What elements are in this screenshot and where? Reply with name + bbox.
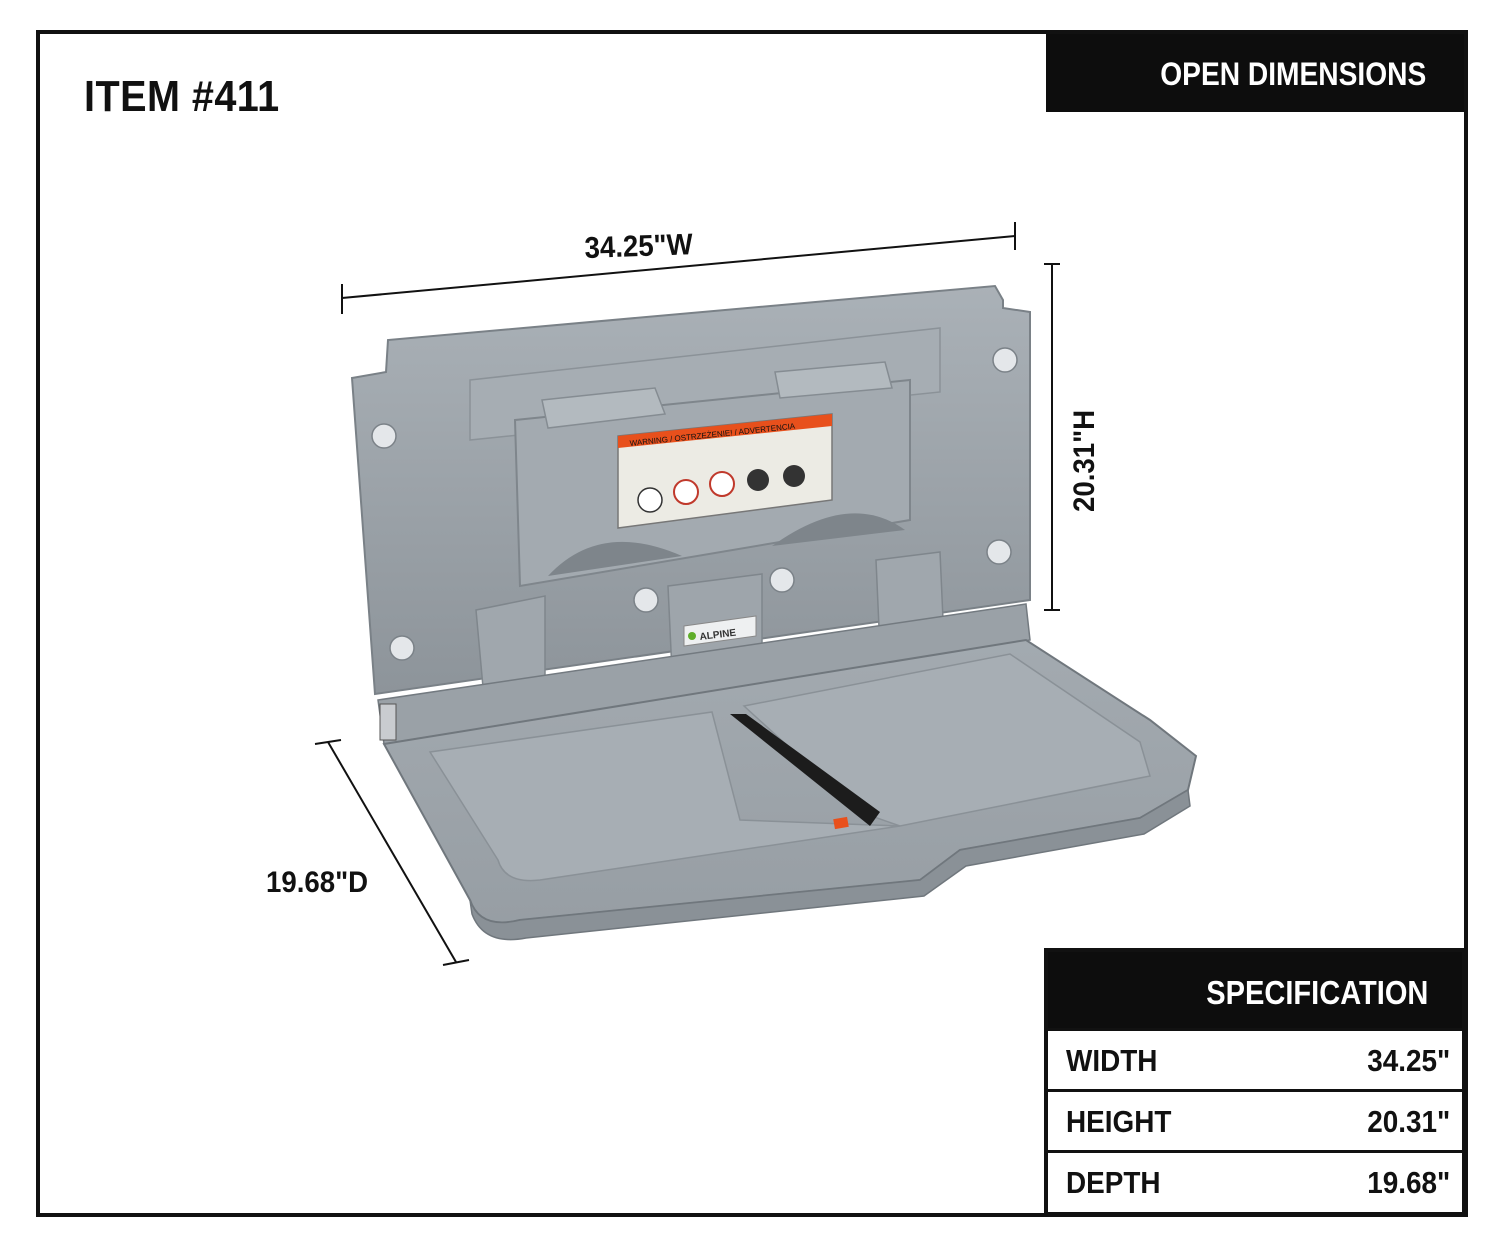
height-dimension-line [1044,263,1060,611]
width-dimension-line [341,222,1016,314]
slot-left [548,541,682,576]
slot-right [772,513,905,546]
spec-value: 19.68" [1366,1165,1450,1200]
hinge-tab-right [774,361,893,399]
mounting-hole [371,423,397,449]
spec-label: HEIGHT [1066,1104,1172,1139]
mounting-hole [633,587,659,613]
tray-front-lip [469,788,1191,941]
height-dimension-label: 20.31"H [1068,409,1101,512]
spec-row-height: HEIGHT 20.31" [1048,1089,1462,1150]
width-dimension-label: 34.25"W [584,228,694,265]
specification-table: SPECIFICATION WIDTH 34.25" HEIGHT 20.31"… [1044,948,1466,1216]
spec-label: WIDTH [1066,1043,1158,1078]
tray-inner-left [428,711,901,882]
side-hinge-hardware [379,703,397,741]
specification-title: SPECIFICATION [1205,974,1428,1011]
depth-dimension-label: 19.68"D [266,866,369,899]
open-dimensions-header: OPEN DIMENSIONS [1046,34,1464,112]
warning-label: WARNING / OSTRZEŻENIE! / ADVERTENCIA [617,413,833,529]
mounting-hole [992,347,1018,373]
spec-value: 34.25" [1366,1043,1450,1078]
safety-strap [730,714,880,826]
spec-row-width: WIDTH 34.25" [1048,1028,1462,1089]
mounting-holes [371,347,1018,661]
strap-buckle [833,816,849,830]
item-title: ITEM #411 [84,72,280,121]
mounting-hole [389,635,415,661]
spec-label: DEPTH [1066,1165,1161,1200]
spec-row-depth: DEPTH 19.68" [1048,1150,1462,1211]
brand-badge: ALPINE [683,615,757,647]
brand-text: ALPINE [699,628,737,643]
hinge-tab-left [541,387,667,429]
spec-value: 20.31" [1366,1104,1450,1139]
depth-dimension-line [314,739,470,966]
mounting-hole [769,567,795,593]
mounting-hole [986,539,1012,565]
specification-header: SPECIFICATION [1048,952,1462,1028]
open-dimensions-label: OPEN DIMENSIONS [1160,56,1426,92]
